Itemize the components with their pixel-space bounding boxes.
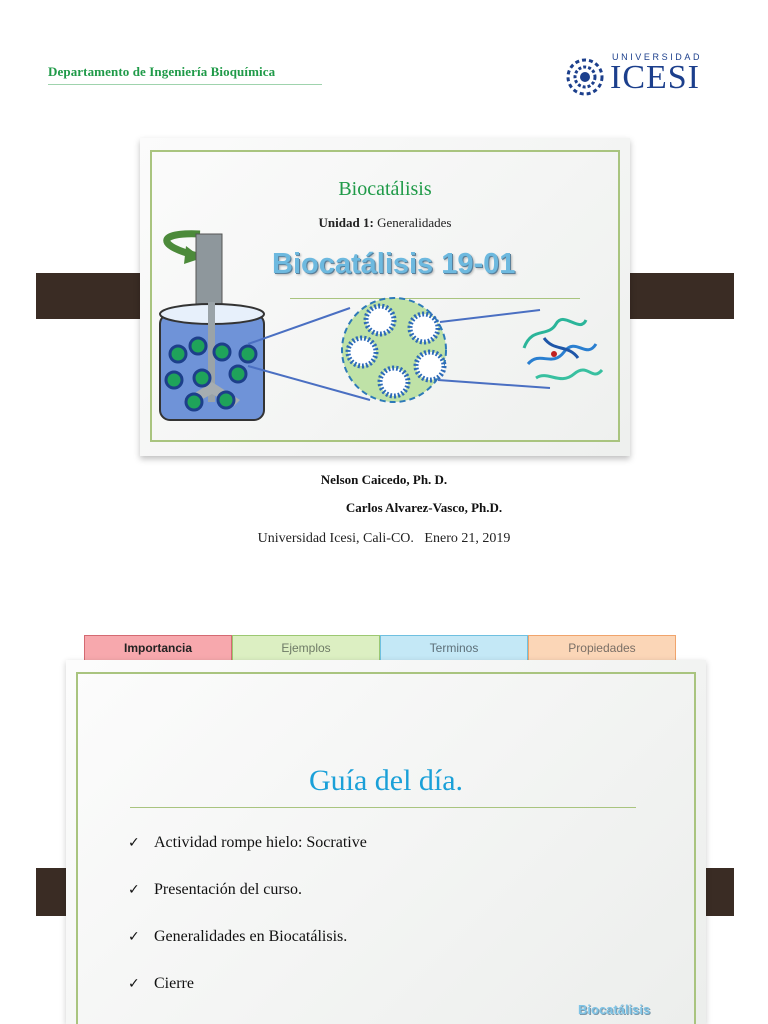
icesi-logo: UNIVERSIDAD ICESI	[562, 50, 712, 102]
enzyme-structure-icon	[522, 317, 604, 381]
tab-terminos[interactable]: Terminos	[380, 635, 528, 662]
check-icon: ✓	[128, 976, 140, 992]
slide1-divider	[290, 298, 580, 299]
unit-label: Unidad 1:	[318, 215, 374, 230]
agenda-divider	[130, 807, 636, 808]
slide1-banner: Biocatálisis 19-01	[272, 248, 516, 280]
affiliation-line: Universidad Icesi, Cali-CO. Enero 21, 20…	[0, 531, 768, 547]
agenda-item-text: Cierre	[154, 975, 194, 992]
tab-importancia[interactable]: Importancia	[84, 635, 232, 662]
rotation-arrow-icon	[163, 230, 201, 260]
slide2-footer-logo: Biocatálisis	[578, 1002, 651, 1017]
title-slide: Biocatálisis Unidad 1: Generalidades	[140, 138, 630, 456]
check-icon: ✓	[128, 882, 140, 898]
bioreactor-illustration	[159, 230, 604, 421]
slide1-frame	[150, 150, 620, 442]
agenda-item-text: Presentación del curso.	[154, 881, 302, 898]
coauthor-name: Carlos Alvarez-Vasco, Ph.D.	[345, 500, 503, 515]
check-icon: ✓	[128, 835, 140, 851]
agenda-item-text: Generalidades en Biocatálisis.	[154, 928, 348, 945]
author-name: Nelson Caicedo, Ph. D.	[320, 472, 448, 487]
unit-name: Generalidades	[377, 215, 452, 230]
agenda-title: Guía del día.	[308, 764, 464, 797]
tab-propiedades[interactable]: Propiedades	[528, 635, 676, 662]
logo-universidad-text: UNIVERSIDAD	[612, 52, 703, 62]
department-underline	[48, 84, 322, 85]
slide1-subtitle: Unidad 1: Generalidades	[140, 215, 630, 231]
catalyst-beads	[164, 336, 258, 412]
agenda-list: ✓ Actividad rompe hielo: Socrative ✓ Prese…	[128, 834, 367, 1022]
agenda-item-text: Actividad rompe hielo: Socrative	[154, 834, 367, 851]
tab-ejemplos[interactable]: Ejemplos	[232, 635, 380, 662]
affiliation: Universidad Icesi, Cali-CO.	[257, 531, 414, 546]
motor-icon	[195, 233, 223, 305]
slide2-frame	[76, 672, 696, 1024]
icesi-seal-icon	[566, 58, 604, 96]
logo-icesi-text: ICESI	[610, 59, 700, 96]
presentation-date: Enero 21, 2019	[424, 531, 511, 546]
department-title: Departamento de Ingeniería Bioquímica	[48, 64, 276, 79]
list-item: ✓ Cierre	[128, 975, 367, 1022]
agenda-slide: Guía del día. ✓ Actividad rompe hielo: So…	[66, 660, 706, 1024]
list-item: ✓ Actividad rompe hielo: Socrative	[128, 834, 367, 881]
check-icon: ✓	[128, 929, 140, 945]
slide1-title: Biocatálisis	[338, 178, 432, 200]
list-item: ✓ Presentación del curso.	[128, 881, 367, 928]
list-item: ✓ Generalidades en Biocatálisis.	[128, 928, 367, 975]
